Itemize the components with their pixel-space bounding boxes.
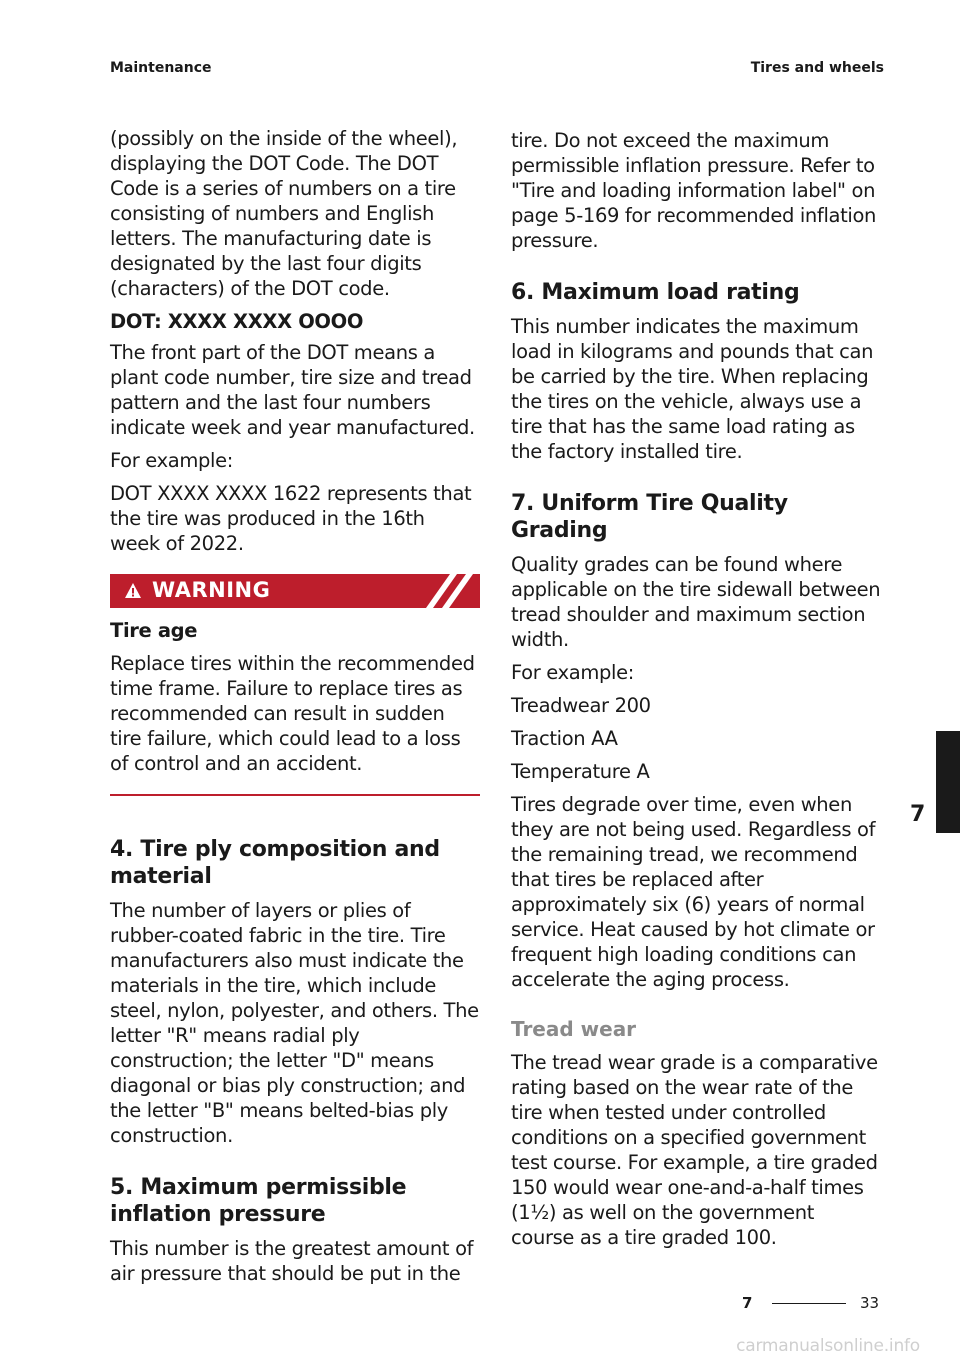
paragraph: Temperature A — [511, 760, 650, 783]
paragraph: Quality grades can be found where applic… — [511, 553, 881, 651]
paragraph: Tires degrade over time, even when they … — [511, 793, 876, 991]
section-heading: 7. Uniform Tire Quality Grading — [511, 491, 788, 543]
paragraph: The number of layers or plies of rubber-… — [110, 898, 479, 1147]
footer-chapter: 7 — [742, 1294, 753, 1312]
footer-divider — [772, 1303, 846, 1304]
header-chapter-title: Tires and wheels — [750, 60, 884, 76]
paragraph: The tread wear grade is a comparative ra… — [511, 1051, 878, 1249]
watermark: carmanualsonline.info — [736, 1336, 920, 1356]
page-number: 33 — [860, 1294, 880, 1312]
warning-stripes — [426, 574, 473, 608]
paragraph: This number indicates the maximum load i… — [511, 315, 874, 463]
paragraph: tire. Do not exceed the maximum permissi… — [511, 129, 877, 252]
paragraph: This number is the greatest amount of ai… — [110, 1236, 474, 1285]
paragraph: For example: — [511, 661, 634, 684]
warning-label: WARNING — [152, 578, 271, 602]
left-column: (possibly on the inside of the wheel), d… — [110, 126, 480, 1294]
paragraph: Traction AA — [511, 727, 618, 750]
chapter-tab-number: 7 — [910, 802, 926, 827]
paragraph: The front part of the DOT means a plant … — [110, 341, 475, 439]
section-heading: 4. Tire ply composition and material — [110, 836, 440, 889]
warning-divider — [110, 794, 480, 796]
chapter-tab — [936, 731, 960, 833]
subsection-heading: Tread wear — [511, 1017, 637, 1041]
warning-text: Replace tires within the recommended tim… — [110, 652, 475, 775]
warning-banner: WARNING — [110, 574, 480, 608]
right-column: tire. Do not exceed the maximum permissi… — [511, 128, 881, 1258]
header-section: Maintenance — [110, 60, 212, 76]
paragraph: Treadwear 200 — [511, 694, 651, 717]
dot-code: DOT: XXXX XXXX OOOO — [110, 310, 364, 333]
paragraph: (possibly on the inside of the wheel), d… — [110, 127, 458, 300]
section-heading: 6. Maximum load rating — [511, 280, 800, 305]
warning-title: Tire age — [110, 619, 198, 642]
paragraph: DOT XXXX XXXX 1622 represents that the t… — [110, 482, 472, 555]
paragraph: For example: — [110, 449, 233, 472]
section-heading: 5. Maximum permissible inflation pressur… — [110, 1174, 407, 1227]
warning-triangle-icon — [125, 583, 141, 598]
